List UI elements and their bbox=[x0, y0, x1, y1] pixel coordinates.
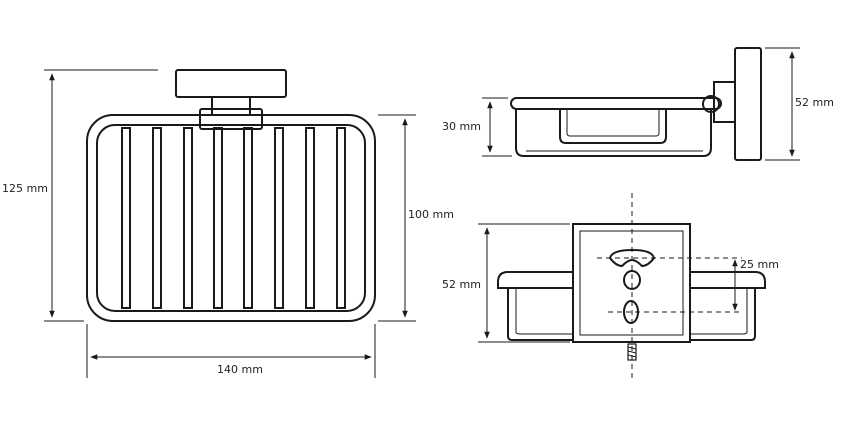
front-basket-inner bbox=[96, 124, 366, 312]
dim-side-depth-label: 30 mm bbox=[442, 120, 481, 133]
side-inner-tray bbox=[559, 109, 667, 144]
dim-back-hole-spacing-label: 25 mm bbox=[740, 258, 779, 271]
dim-front-basket-height-label: 100 mm bbox=[408, 208, 454, 221]
dim-front-height-label: 125 mm bbox=[2, 182, 48, 195]
side-view: 30 mm 52 mm bbox=[441, 47, 834, 161]
side-wall-plate bbox=[734, 47, 762, 161]
front-basket-bars bbox=[121, 127, 346, 309]
front-clamp bbox=[199, 108, 263, 130]
front-mount-neck bbox=[211, 96, 251, 116]
side-connector bbox=[713, 81, 736, 123]
back-left-arm bbox=[497, 271, 573, 289]
dim-side-plate-height-label: 52 mm bbox=[795, 96, 834, 109]
dim-back-plate-height-label: 52 mm bbox=[442, 278, 481, 291]
side-top-rail bbox=[510, 97, 722, 110]
back-view: 25 mm 52 mm bbox=[441, 193, 779, 380]
side-basket-body bbox=[515, 109, 712, 157]
front-basket-outer bbox=[86, 114, 376, 322]
front-wall-mount bbox=[175, 69, 287, 98]
dim-front-width-label: 140 mm bbox=[217, 363, 263, 376]
front-view: 125 mm 100 mm 140 mm bbox=[1, 69, 454, 378]
back-right-arm bbox=[690, 271, 766, 289]
back-hole-round bbox=[623, 270, 641, 290]
